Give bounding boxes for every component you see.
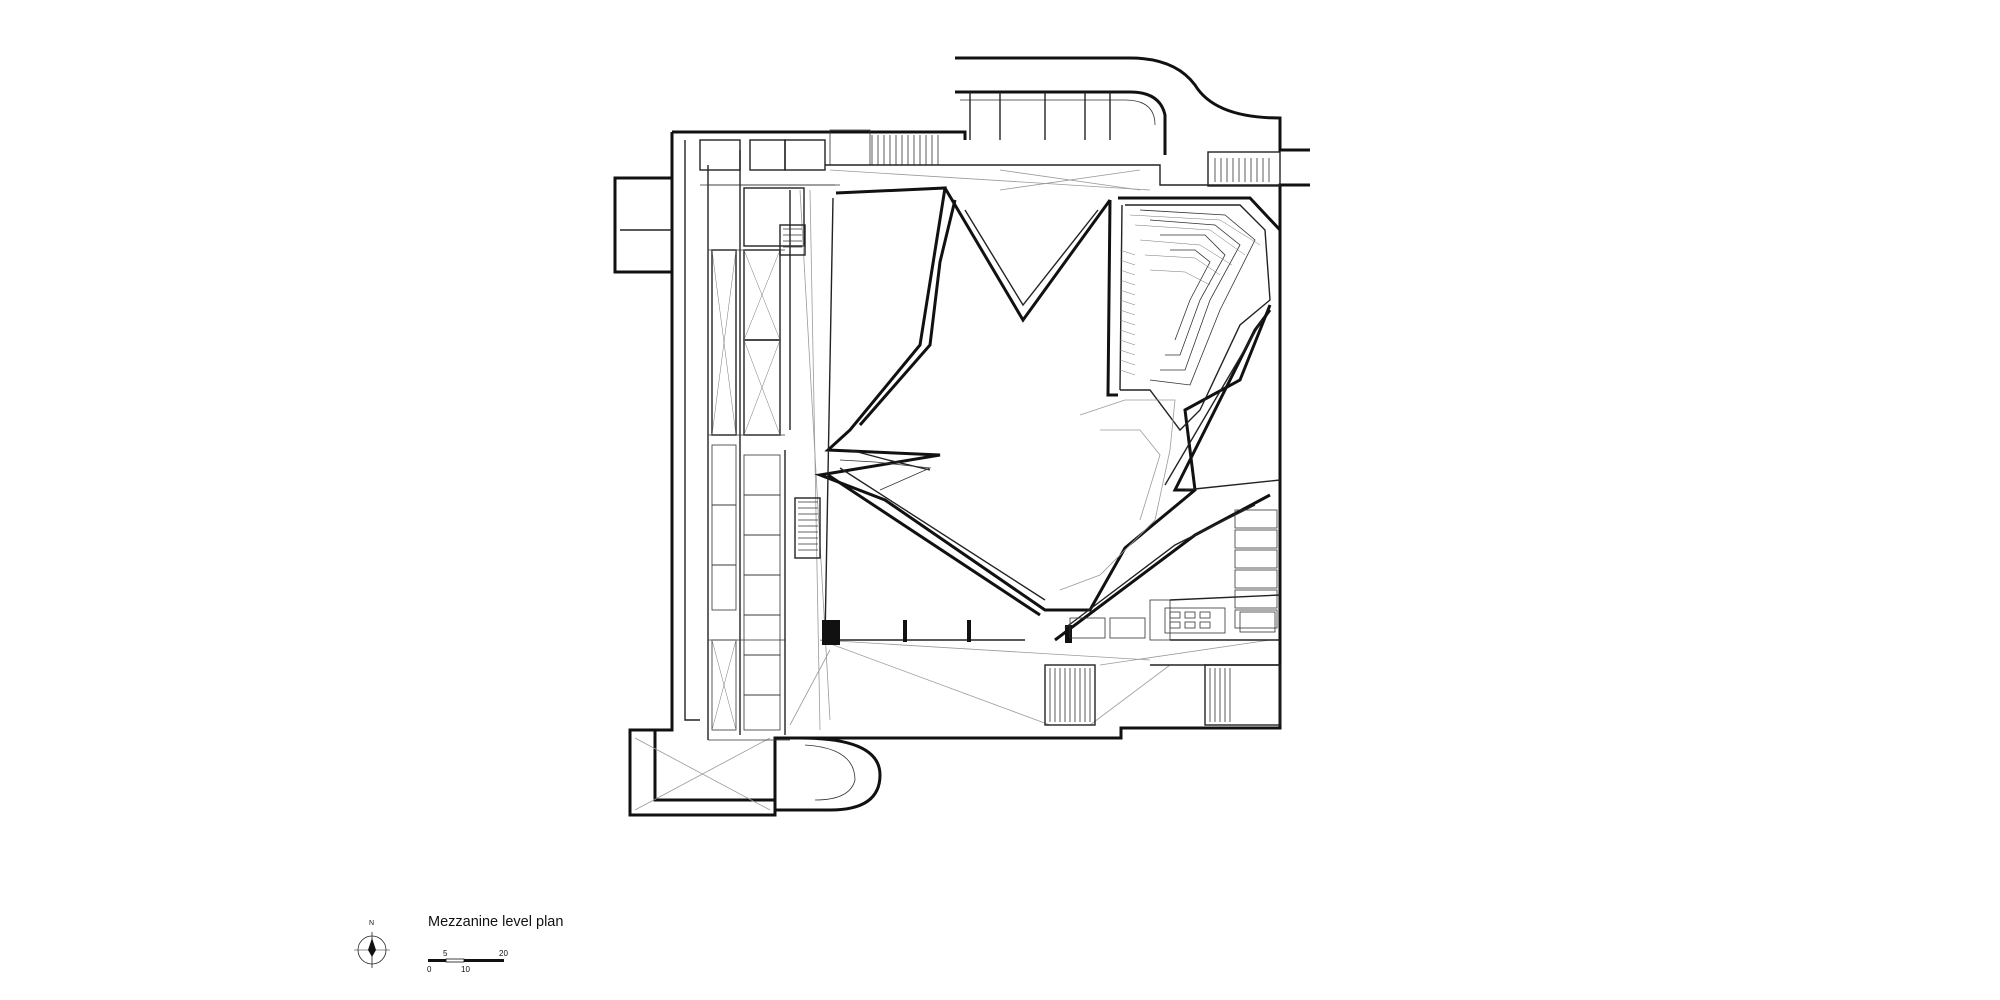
east-entry-stair [1214, 158, 1270, 182]
north-stair [871, 135, 939, 165]
north-label: N [369, 920, 375, 927]
auditorium [1059, 196, 1282, 591]
scale-label-20: 20 [499, 949, 508, 958]
west-hall-stair [779, 224, 821, 559]
east-service-rooms [1044, 479, 1281, 726]
west-service-wing [699, 139, 840, 741]
main-hall-star [814, 186, 1272, 645]
circulation-lines [789, 189, 1271, 731]
scale-label-5: 5 [443, 949, 448, 958]
north-arrow [354, 932, 390, 968]
scale-label-10: 10 [461, 965, 470, 974]
building-outline [613, 130, 1310, 817]
auditorium-seating [1119, 249, 1136, 376]
scale-bar [428, 958, 504, 963]
north-entrance [825, 56, 1310, 191]
scale-label-0: 0 [427, 965, 432, 974]
plan-title: Mezzanine level plan [428, 914, 564, 930]
